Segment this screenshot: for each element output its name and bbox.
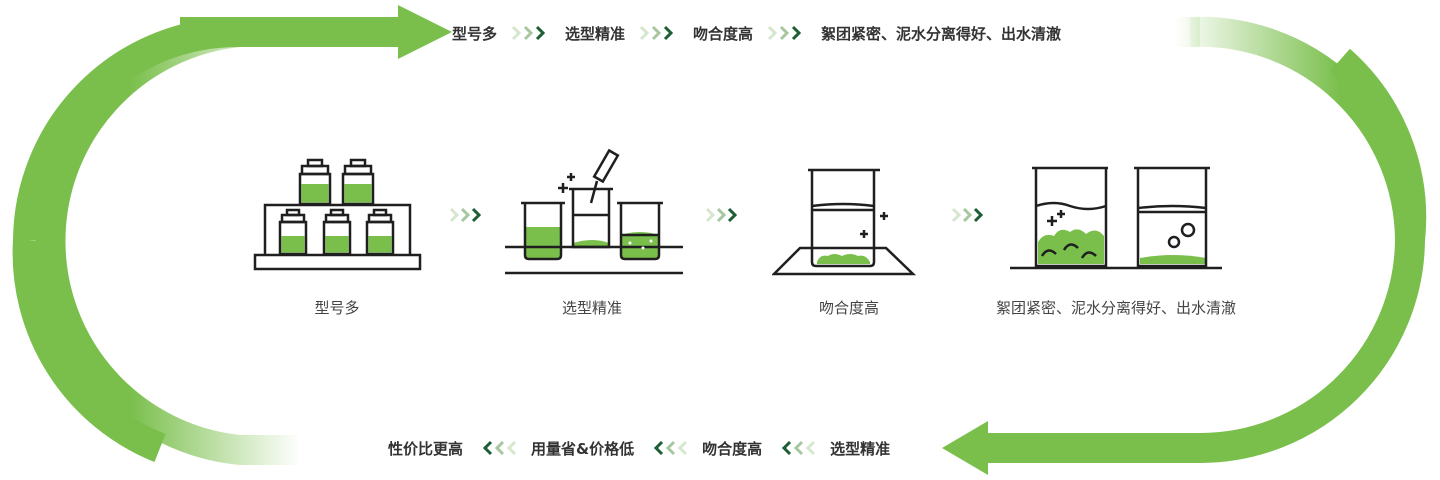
chevron-right-icon bbox=[951, 207, 984, 223]
chevron-right-icon bbox=[639, 25, 674, 41]
top-flow: 型号多 选型精准 吻合度高 絮团紧密、泥水分离得好、出水清澈 bbox=[452, 22, 1061, 44]
chevron-left-icon bbox=[653, 440, 688, 456]
top-flow-step-2: 选型精准 bbox=[565, 24, 626, 43]
top-flow-step-3: 吻合度高 bbox=[693, 24, 754, 43]
step-label-3: 吻合度高 bbox=[818, 299, 880, 317]
step-label-2: 选型精准 bbox=[561, 299, 623, 317]
bottom-flow-step-3: 吻合度高 bbox=[702, 439, 763, 458]
bottom-flow-step-4: 选型精准 bbox=[830, 439, 891, 458]
chevron-right-icon bbox=[511, 25, 546, 41]
bottom-flow-step-1: 性价比更高 bbox=[388, 439, 464, 458]
bottom-arrow-head bbox=[942, 421, 988, 475]
top-flow-step-4: 絮团紧密、泥水分离得好、出水清澈 bbox=[821, 24, 1062, 43]
flocculation-beakers-icon bbox=[1010, 166, 1222, 270]
top-arrow-head bbox=[398, 5, 452, 59]
step-label-1: 型号多 bbox=[314, 299, 360, 317]
step-label-4: 絮团紧密、泥水分离得好、出水清澈 bbox=[995, 299, 1237, 317]
sample-bottles-rack-icon bbox=[253, 158, 422, 271]
beaker-on-mat-icon bbox=[772, 168, 917, 276]
top-flow-step-1: 型号多 bbox=[452, 24, 498, 43]
chevron-left-icon bbox=[482, 440, 517, 456]
chevron-right-icon bbox=[767, 25, 802, 41]
chevron-left-icon bbox=[782, 440, 816, 456]
chevron-right-icon bbox=[705, 207, 738, 223]
bottom-flow: 性价比更高 用量省&价格低 吻合度高 选型精准 bbox=[388, 437, 890, 459]
chevron-right-icon bbox=[449, 207, 482, 223]
bottom-flow-step-2: 用量省&价格低 bbox=[531, 439, 635, 458]
beakers-with-pipette-icon bbox=[505, 148, 683, 275]
